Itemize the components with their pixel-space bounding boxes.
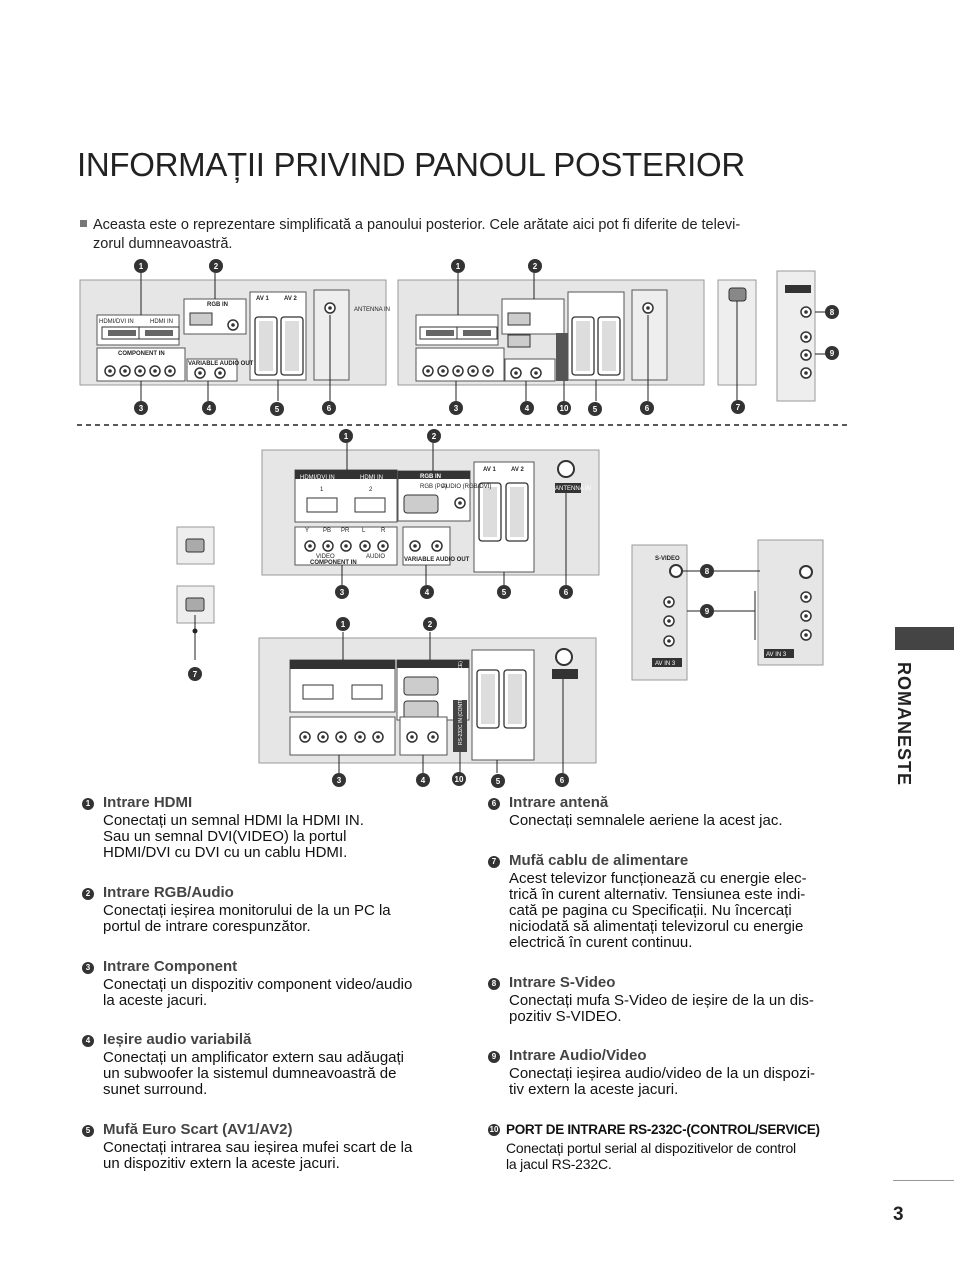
callout-3: 3 [139,404,144,413]
small-panel-1 [79,279,387,386]
label-hdmi-in: HDMI IN [150,319,173,325]
item-hdmi: 1 Intrare HDMI Conectați un semnal HDMI … [82,795,463,861]
av-in3-side-right [757,539,824,666]
item-component: 3 Intrare Component Conectați un dispozi… [82,959,463,1009]
label-component-in-large: COMPONENT IN [310,560,357,566]
callout-2c: 2 [432,432,437,441]
language-tab [895,627,954,650]
page-number: 3 [893,1204,904,1225]
leader-lines [140,273,826,773]
label-r: R [381,528,386,534]
rear-panel-diagram: HDMI/DVI IN HDMI IN RGB IN COMPONENT IN … [77,259,850,788]
label-hdmi-dvi-in-large: HDMI/DVI IN [300,475,335,481]
label-rs232c: RS-232C IN (CONTROL & SERVICE) [458,661,464,745]
callout-3c: 3 [340,588,345,597]
label-variable-audio-out-large: VARIABLE AUDIO OUT [404,557,470,563]
page-number-rule [893,1180,954,1181]
label-y: Y [305,528,309,534]
callout-7b: 7 [736,403,741,412]
page-title: INFORMAȚII PRIVIND PANOUL POSTERIOR [77,146,745,183]
intro-note: Aceasta este o reprezentare simplificată… [80,216,825,254]
label-av-in-3-right: AV IN 3 [766,652,787,658]
callout-4b: 4 [525,404,530,413]
label-audio-rgb-dvi: AUDIO (RGB/DVI) [442,484,491,490]
callout-8d: 8 [705,567,710,576]
label-av2: AV 2 [284,296,298,302]
callout-5: 5 [275,405,280,414]
label-hdmi-2: 2 [369,487,373,493]
callout-6b: 6 [645,404,650,413]
callout-badges: 1 2 3 4 5 6 1 2 3 4 10 5 6 7 8 9 1 2 3 4… [134,259,839,788]
label-av-in-3: AV IN 3 [655,661,676,667]
callout-1b: 1 [456,262,461,271]
language-label: ROMANESTE [894,662,914,787]
callout-3d: 3 [337,776,342,785]
item-audio-video: 9 Intrare Audio/Video Conectați ieșirea … [488,1048,854,1098]
callout-2b: 2 [533,262,538,271]
item-power-cord: 7 Mufă cablu de alimentare Acest televiz… [488,853,854,951]
callout-10b: 10 [560,404,569,413]
label-hdmi-in-large: HDMI IN [360,475,383,481]
callout-9b: 9 [830,349,835,358]
callout-1d: 1 [341,620,346,629]
callout-6d: 6 [560,776,565,785]
label-hdmi-1: 1 [320,487,324,493]
callout-6c: 6 [564,588,569,597]
intro-line-1: Aceasta este o reprezentare simplificată… [93,217,741,233]
callout-5b: 5 [593,405,598,414]
callout-3b: 3 [454,404,459,413]
label-rgb-in: RGB IN [207,302,228,308]
label-hdmi-dvi-in: HDMI/DVI IN [99,319,134,325]
label-av2-large: AV 2 [511,467,525,473]
label-antenna-in-large: ANTENNA IN [555,486,591,492]
label-rgb-in-large: RGB IN [420,474,441,480]
item-antenna: 6 Intrare antenă Conectați semnalele aer… [488,795,854,829]
item-s-video: 8 Intrare S-Video Conectați mufa S-Video… [488,975,854,1025]
callout-1c: 1 [344,432,349,441]
callout-8b: 8 [830,308,835,317]
callout-4: 4 [207,404,212,413]
bullet-square-icon [80,220,87,227]
callout-4c: 4 [425,588,430,597]
label-pb: PB [323,528,331,534]
label-component-in: COMPONENT IN [118,351,165,357]
callout-2: 2 [214,262,219,271]
callout-6: 6 [327,404,332,413]
label-antenna-in: ANTENNA IN [354,307,390,313]
label-l: L [362,528,366,534]
item-euro-scart: 5 Mufă Euro Scart (AV1/AV2) Conectați in… [82,1122,463,1172]
panel-text: HDMI/DVI IN HDMI IN RGB IN COMPONENT IN … [99,296,787,745]
label-audio: AUDIO [366,554,385,560]
label-av1-large: AV 1 [483,467,497,473]
av-in3-small [776,270,816,402]
callout-9d: 9 [705,607,710,616]
callout-5d: 5 [496,777,501,786]
callout-7d: 7 [193,670,198,679]
label-pr: PR [341,528,350,534]
small-panel-2 [397,279,705,386]
av-in3-side-left [631,544,688,681]
callout-4d: 4 [421,776,426,785]
callout-2d: 2 [428,620,433,629]
item-rgb-audio: 2 Intrare RGB/Audio Conectați ieșirea mo… [82,885,463,935]
callout-5c: 5 [502,588,507,597]
large-panel-lower [258,637,597,764]
callout-10d: 10 [455,775,464,784]
label-rgb-pc: RGB (PC) [420,484,447,490]
label-variable-audio-out: VARIABLE AUDIO OUT [188,361,254,367]
item-rs232c: 10 PORT DE INTRARE RS-232C-(CONTROL/SERV… [488,1122,820,1172]
label-av1: AV 1 [256,296,270,302]
power-socket-large [176,526,215,660]
label-s-video: S-VIDEO [655,556,680,562]
large-panel-upper [261,449,600,576]
item-audio-out: 4 Ieșire audio variabilă Conectați un am… [82,1032,463,1098]
callout-1: 1 [139,262,144,271]
label-video: VIDEO [316,554,335,560]
intro-line-2: zorul dumneavoastră. [93,236,233,252]
